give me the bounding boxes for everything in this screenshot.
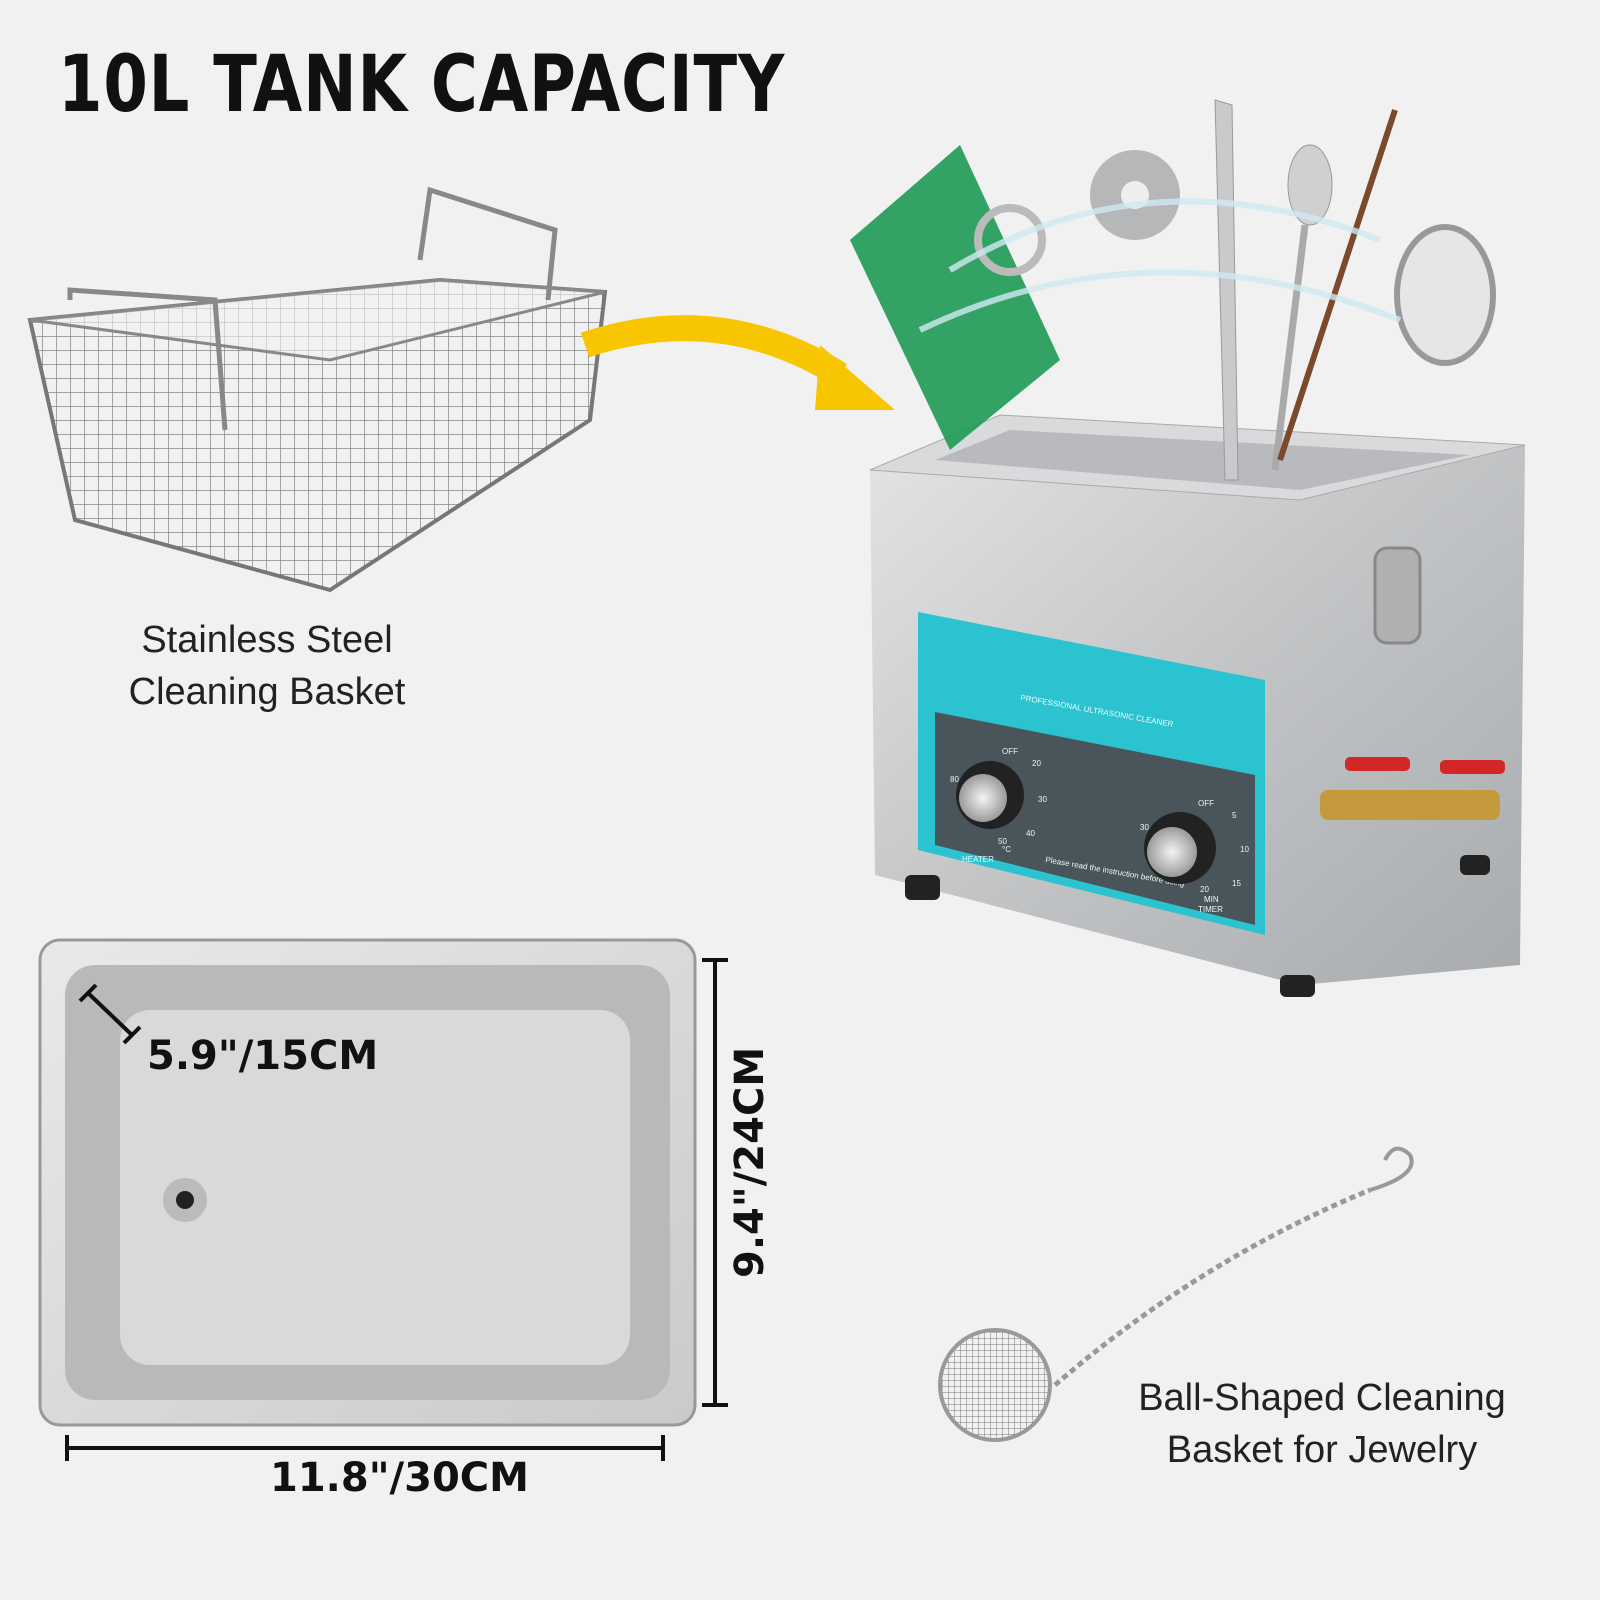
ring-icon bbox=[974, 204, 1046, 276]
timer-scale-5: 5 bbox=[1232, 811, 1237, 820]
basket-label-line1: Stainless Steel bbox=[141, 619, 393, 661]
ball-label: Ball-Shaped Cleaning Basket for Jewelry bbox=[1092, 1372, 1552, 1476]
timer-scale-off: OFF bbox=[1198, 799, 1214, 808]
ball-label-line1: Ball-Shaped Cleaning bbox=[1138, 1377, 1506, 1419]
length-dimension-line bbox=[702, 958, 728, 1407]
ball-label-line2: Basket for Jewelry bbox=[1166, 1429, 1478, 1471]
width-dimension-line bbox=[65, 1435, 665, 1461]
heater-scale-20: 20 bbox=[1032, 759, 1041, 768]
knife-icon bbox=[1214, 99, 1239, 481]
heater-scale-50: 50 bbox=[998, 837, 1007, 846]
basket-label-line2: Cleaning Basket bbox=[128, 671, 406, 713]
heater-unit: °C bbox=[1002, 845, 1011, 854]
page-title: 10L TANK CAPACITY bbox=[58, 40, 786, 130]
watch-icon bbox=[1394, 224, 1496, 366]
timer-scale-10: 10 bbox=[1240, 845, 1249, 854]
tank-image bbox=[38, 938, 697, 1427]
timer-scale-30: 30 bbox=[1140, 823, 1149, 832]
glasses-icon bbox=[1277, 109, 1398, 461]
width-label: 11.8"/30CM bbox=[270, 1455, 529, 1501]
heater-label: HEATER bbox=[962, 855, 994, 864]
spoon-icon bbox=[1287, 144, 1333, 226]
heater-scale-40: 40 bbox=[1026, 829, 1035, 838]
depth-label: 5.9"/15CM bbox=[147, 1033, 379, 1079]
ball-basket-image bbox=[938, 1146, 1414, 1442]
timer-label: TIMER bbox=[1198, 905, 1223, 914]
heater-scale-off: OFF bbox=[1002, 747, 1018, 756]
timer-scale-15: 15 bbox=[1232, 879, 1241, 888]
timer-scale-20: 20 bbox=[1200, 885, 1209, 894]
ultrasonic-cleaner-image: PROFESSIONAL ULTRASONIC CLEANER Please r… bbox=[850, 99, 1526, 997]
heater-scale-30: 30 bbox=[1038, 795, 1047, 804]
timer-unit: MIN bbox=[1204, 895, 1219, 904]
cleaning-basket-image bbox=[27, 186, 608, 593]
drain-valve bbox=[1320, 790, 1500, 820]
arrow-icon bbox=[580, 315, 895, 410]
length-label: 9.4"/24CM bbox=[727, 1046, 773, 1278]
circuit-board-icon bbox=[850, 145, 1060, 450]
heater-scale-80: 80 bbox=[950, 775, 959, 784]
basket-label: Stainless Steel Cleaning Basket bbox=[67, 614, 467, 718]
